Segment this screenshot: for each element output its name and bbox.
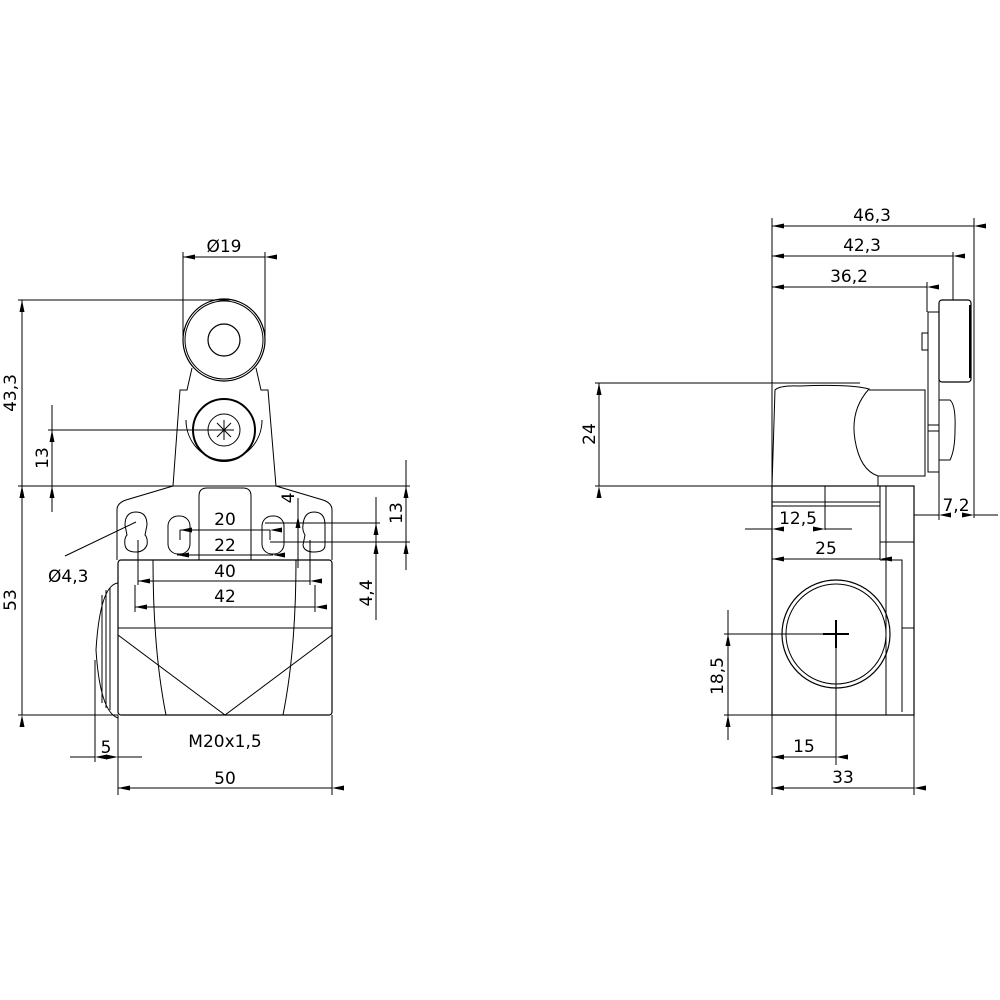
dim-label: 4,4	[357, 579, 377, 606]
switch-body	[95, 559, 333, 719]
dim-hole-diameter: Ø4,3	[48, 521, 137, 587]
cable-gland	[95, 582, 119, 719]
dim-body-depth: 33	[772, 715, 926, 795]
dim-body-width: 50	[118, 715, 344, 795]
dim-label: 40	[214, 562, 236, 582]
dim-outer-42: 42	[134, 585, 327, 612]
gland-thread-label: M20x1,5	[188, 732, 261, 752]
dim-overall-height: 43,3	[1, 299, 230, 498]
dim-slot-depth: 12,5	[745, 509, 852, 532]
front-view: Ø19 43,3 13 53 Ø4,3	[1, 237, 410, 795]
dim-label: 24	[580, 423, 600, 445]
roller	[182, 298, 266, 382]
dim-overall-depth: 46,3	[771, 206, 986, 518]
dim-label: 33	[832, 768, 854, 788]
dim-label: Ø4,3	[48, 567, 88, 587]
roller-side	[921, 299, 972, 473]
dim-lever-depth: 36,2	[772, 267, 939, 312]
dim-label: 46,3	[853, 206, 891, 226]
dim-label: 13	[387, 502, 407, 524]
side-view: 46,3 42,3 36,2 24 7,2	[580, 206, 998, 795]
dim-roller-depth: 42,3	[772, 236, 965, 300]
lever-arm	[172, 367, 277, 487]
dim-inner-22: 22	[177, 536, 285, 558]
dim-label: 36,2	[830, 267, 868, 287]
dim-slot-height: 13	[265, 460, 410, 570]
dim-label: 12,5	[779, 509, 817, 529]
dim-inner-20: 20	[179, 510, 282, 540]
dim-label: 50	[214, 769, 236, 789]
mounting-hole	[124, 511, 148, 553]
dim-label: Ø19	[206, 237, 241, 257]
dim-label: 20	[214, 510, 236, 530]
dim-label: 53	[1, 589, 21, 611]
dim-label: 22	[214, 536, 236, 556]
dim-gland-offset: 5	[70, 660, 142, 795]
dim-screw-offset: 15	[771, 648, 848, 795]
dim-label: 25	[815, 539, 837, 559]
dim-slot-lower: 4,4	[357, 497, 379, 620]
dim-screw-height: 18,5	[708, 610, 836, 740]
dim-slot-offset: 4	[279, 493, 301, 568]
dim-label: 15	[793, 737, 815, 757]
dim-head-height: 24	[580, 382, 860, 498]
dim-pivot-height: 13	[33, 405, 224, 512]
dim-label: 5	[101, 738, 112, 758]
dim-label: 7,2	[942, 496, 969, 516]
dim-label: 4	[279, 493, 299, 504]
dim-label: 42,3	[843, 236, 881, 256]
head-side	[771, 384, 926, 487]
dim-roller-diameter: Ø19	[182, 237, 277, 338]
dim-label: 43,3	[1, 374, 21, 412]
dim-body-height: 53	[1, 486, 118, 727]
dim-outer-40: 40	[137, 540, 322, 585]
dim-label: 42	[214, 587, 236, 607]
dim-label: 13	[33, 447, 53, 469]
dim-mount-depth: 25	[772, 539, 892, 562]
dim-label: 18,5	[708, 657, 728, 695]
head-flange	[116, 485, 333, 560]
dim-lever-offset: 7,2	[914, 460, 998, 520]
